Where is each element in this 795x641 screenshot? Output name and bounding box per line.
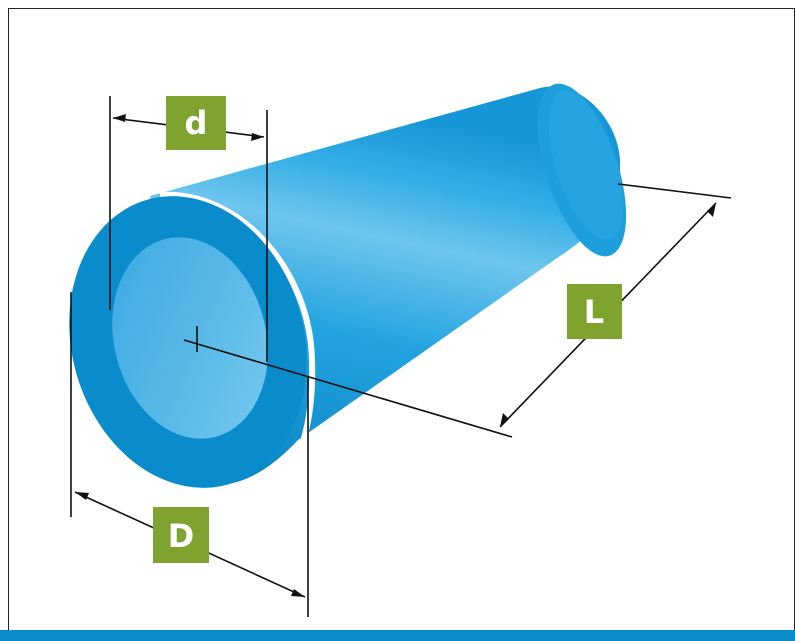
label-L-text: L <box>584 293 604 331</box>
tube-inner-bore <box>112 237 268 439</box>
label-D: D <box>153 507 209 563</box>
tube-rim-highlight <box>159 191 316 473</box>
extension-lines <box>70 96 732 617</box>
label-D-text: D <box>168 517 195 555</box>
label-d-text: d <box>185 104 208 142</box>
label-L: L <box>567 284 622 339</box>
axis-line <box>183 326 513 438</box>
bottom-accent-bar <box>0 630 795 641</box>
label-d: d <box>166 96 226 150</box>
